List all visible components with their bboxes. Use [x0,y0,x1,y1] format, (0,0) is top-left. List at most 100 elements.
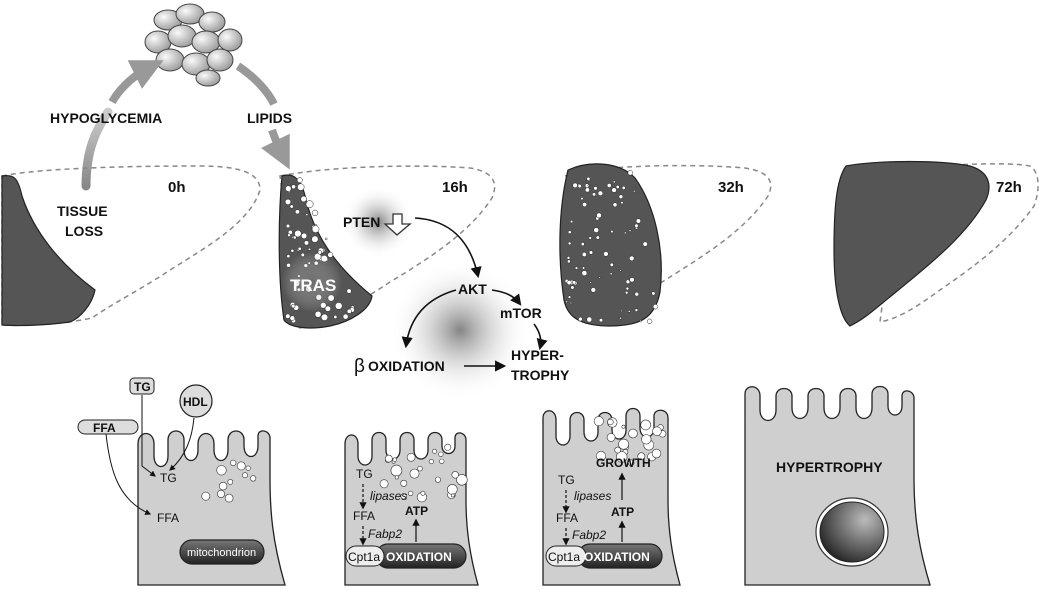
timepoint-0h: 0h [168,179,186,196]
lipid-droplet [379,479,389,489]
lipid-droplet [327,252,334,258]
lipid-droplet [285,313,291,319]
lipid-droplet [294,209,300,215]
lipid-droplet [320,313,329,321]
lipid-droplet [598,276,601,279]
lipid-droplet [432,448,437,454]
lipid-droplet [593,186,598,191]
cell-0h-tg-label: TG [160,471,177,485]
lipid-droplet [609,272,613,276]
lipid-droplet [607,418,614,426]
lipid-droplet [291,184,296,190]
lipid-droplet [567,241,572,246]
lipid-droplet [634,223,639,228]
cell-32h-atp-label: ATP [611,505,634,519]
akt-label: AKT [458,281,487,297]
lipid-droplet [311,225,320,233]
lipid-droplet [296,177,303,183]
tissue-loss-label-line1: TISSUE [57,203,108,219]
lipid-droplet [618,194,624,199]
ffa-uptake-arrow [105,433,152,515]
lipid-droplet [400,479,408,487]
lipid-droplet [582,202,588,208]
lipid-droplet [294,229,302,238]
lipid-droplet [216,465,227,476]
lipid-droplet [633,190,636,193]
cell-0h-lipid-droplets [201,459,257,503]
lipid-droplet [290,248,295,253]
lipid-droplet [612,180,616,184]
lipid-droplet [567,230,572,234]
lipid-droplet [611,187,617,193]
mtor-to-hypertrophy-arrow [533,323,548,351]
cell-16h-atp-label: ATP [405,504,428,518]
lipid-droplet [628,428,638,439]
mtor-label: mTOR [500,305,542,321]
pten-to-akt-arrow [414,217,482,279]
cell-0h-ffa-label: FFA [157,511,179,525]
lipid-droplet [566,256,571,260]
lipid-droplet [581,270,588,276]
cell-32h-cpt1a-pill [545,545,587,567]
lipid-droplet [224,493,234,503]
lipid-droplet [592,192,597,197]
lipid-droplet [236,461,246,471]
tissue-loss-arrow [81,107,113,191]
lipid-droplet [286,254,291,259]
lipid-droplet [625,279,631,285]
lipid-droplet [311,235,319,243]
lipid-droplet [287,233,291,237]
akt-glow [390,260,530,400]
pten-label: PTEN [343,214,380,230]
cell-32h-lipases-label: lipases [574,489,611,503]
lipid-droplet [438,451,444,457]
lipid-droplet [589,281,592,284]
lipid-droplet [624,231,627,235]
tg-box-label: TG [134,380,151,394]
lipid-droplet [301,232,308,239]
lipid-droplet [346,308,352,314]
hypoglycemia-arrow [108,60,164,105]
lipid-droplet [614,446,622,454]
lipid-droplet [570,220,574,224]
lipid-droplet [595,235,600,240]
lipid-droplet [567,259,571,264]
lipids-arrow-lower [261,128,290,170]
lipid-droplet [324,237,328,241]
lipid-droplet [409,468,420,479]
cell-32h-tg-label: TG [558,473,575,487]
enterocyte-cell-32h [542,407,681,586]
lipid-droplet [609,262,614,267]
lipid-droplet [446,484,458,495]
lipid-droplet [606,183,612,188]
pten-glow [342,186,414,258]
lipid-droplet [569,301,573,305]
lipid-droplet [572,280,577,285]
tg-uptake-arrow [141,395,156,477]
akt-to-oxidation-arrow [401,289,457,349]
hypertrophy-label-line1: HYPER- [511,347,564,363]
timepoint-16h: 16h [442,179,468,196]
lipid-droplet [587,184,590,187]
cell-16h-tg-label: TG [356,467,373,481]
lipid-droplet [434,476,441,483]
lipid-droplet [285,223,291,229]
lipid-droplet [217,489,226,498]
ffa-box [77,419,139,435]
lipid-droplet [625,286,630,291]
lipid-droplet [292,235,297,240]
cell-16h-ffa-label: FFA [353,509,375,523]
mitochondrion-label: mitochondrion [187,547,256,559]
lipid-droplet [417,465,423,472]
hdl-uptake-arrow [169,417,195,471]
lipid-droplet [305,200,314,209]
lipid-droplet [566,280,572,286]
lipid-droplet [305,213,309,216]
cell-32h-oxidation-label: OXIDATION [584,550,650,564]
lipid-droplet [230,459,237,467]
lipid-droplet [303,240,310,246]
lipid-droplet [597,190,604,196]
lipid-droplet [642,241,648,247]
lipid-droplet [406,452,416,462]
lipid-droplet [400,493,407,500]
